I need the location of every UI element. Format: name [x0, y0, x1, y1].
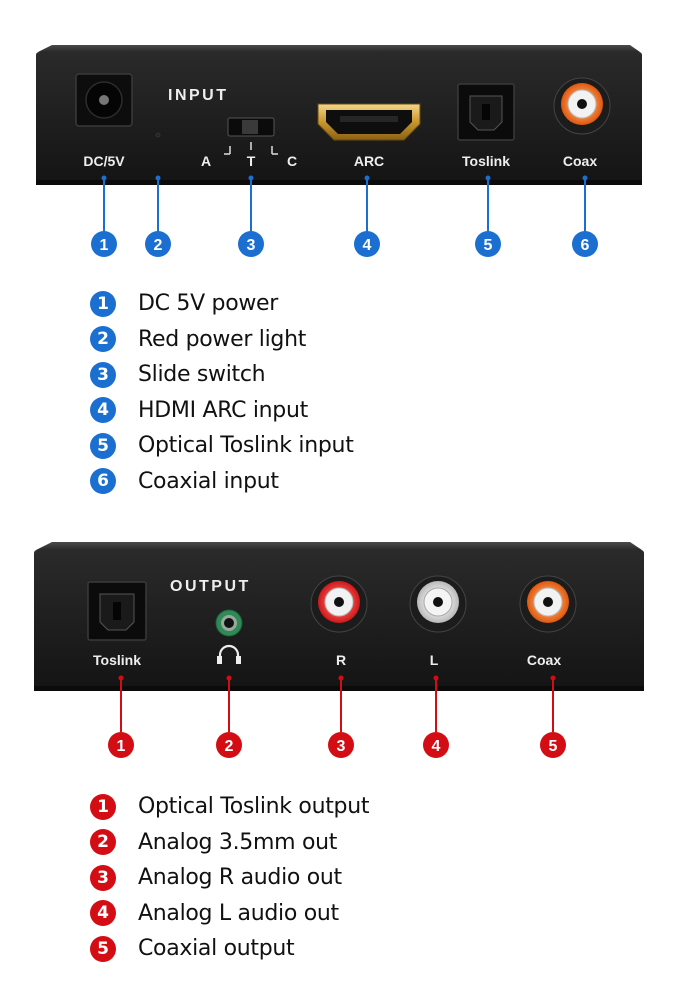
- legend-badge: 2: [90, 829, 116, 856]
- input-callout-lines: [103, 178, 586, 232]
- svg-text:2: 2: [154, 237, 163, 254]
- toslink-out-label: Toslink: [93, 652, 141, 668]
- legend-label: Optical Toslink output: [138, 794, 370, 820]
- svg-text:2: 2: [225, 738, 234, 755]
- legend-label: Analog R audio out: [138, 865, 342, 891]
- r-port-label: R: [336, 652, 346, 668]
- svg-text:5: 5: [484, 237, 493, 254]
- legend-badge: 3: [90, 864, 116, 891]
- toslink-input-port: [457, 83, 515, 141]
- legend-badge: 1: [90, 290, 116, 317]
- output-section-title: OUTPUT: [170, 578, 251, 595]
- coax-input-port: [553, 77, 611, 135]
- legend-badge: 5: [90, 935, 116, 962]
- legend-badge: 6: [90, 468, 116, 495]
- l-port-label: L: [430, 652, 439, 668]
- output-callout-lines: [120, 680, 554, 732]
- legend-badge: 1: [90, 793, 116, 820]
- arc-port-label: ARC: [354, 153, 384, 169]
- switch-label-t: T: [247, 153, 256, 169]
- svg-text:1: 1: [100, 237, 109, 254]
- coax-out-label: Coax: [527, 652, 561, 668]
- legend-label: HDMI ARC input: [138, 397, 308, 423]
- svg-text:1: 1: [117, 738, 126, 755]
- input-callout-3: 3: [238, 231, 264, 257]
- output-callout-1: 1: [108, 732, 134, 758]
- legend-badge: 4: [90, 900, 116, 927]
- input-panel-illustration: DC/5V INPUT A T C ARC Toslink Coax: [36, 45, 642, 257]
- output-callout-5: 5: [540, 732, 566, 758]
- legend-label: Coaxial input: [138, 468, 279, 494]
- svg-text:3: 3: [337, 738, 346, 755]
- output-panel-illustration: OUTPUT Toslink R L Coax: [34, 542, 644, 758]
- svg-text:3: 3: [247, 237, 256, 254]
- legend-item: 2 Analog 3.5mm out: [90, 825, 369, 861]
- svg-text:5: 5: [549, 738, 558, 755]
- legend-item: 3 Slide switch: [90, 357, 354, 393]
- input-callout-2: 2: [145, 231, 171, 257]
- legend-item: 2 Red power light: [90, 322, 354, 358]
- housing-top: [38, 45, 640, 52]
- toslink-port-label: Toslink: [462, 153, 510, 169]
- legend-label: Optical Toslink input: [138, 433, 354, 459]
- legend-item: 4 HDMI ARC input: [90, 393, 354, 429]
- output-callout-4: 4: [423, 732, 449, 758]
- slide-switch: [224, 117, 278, 155]
- hdmi-arc-port: [317, 103, 421, 141]
- output-callout-2: 2: [216, 732, 242, 758]
- legend-item: 6 Coaxial input: [90, 464, 354, 500]
- legend-item: 1 DC 5V power: [90, 286, 354, 322]
- power-led: [155, 132, 161, 138]
- input-legend: 1 DC 5V power 2 Red power light 3 Slide …: [90, 286, 354, 499]
- rca-l-port: [409, 575, 467, 633]
- housing-bottom-edge: [34, 686, 644, 691]
- housing-bottom-edge: [36, 180, 642, 185]
- rca-r-port: [310, 575, 368, 633]
- input-callout-4: 4: [354, 231, 380, 257]
- switch-label-a: A: [201, 153, 211, 169]
- housing-top: [36, 542, 642, 550]
- coax-output-port: [519, 575, 577, 633]
- legend-badge: 5: [90, 432, 116, 459]
- input-callout-5: 5: [475, 231, 501, 257]
- output-callout-3: 3: [328, 732, 354, 758]
- input-callout-6: 6: [572, 231, 598, 257]
- dc-jack: [75, 73, 133, 127]
- legend-badge: 4: [90, 397, 116, 424]
- legend-badge: 3: [90, 361, 116, 388]
- coax-port-label: Coax: [563, 153, 597, 169]
- legend-label: Slide switch: [138, 362, 266, 388]
- input-section-title: INPUT: [168, 87, 229, 104]
- headphone-icon: [217, 644, 241, 664]
- toslink-output-port: [87, 581, 147, 641]
- legend-badge: 2: [90, 326, 116, 353]
- legend-item: 4 Analog L audio out: [90, 896, 369, 932]
- legend-item: 5 Optical Toslink input: [90, 428, 354, 464]
- analog-35mm-jack: [215, 609, 243, 637]
- svg-text:4: 4: [363, 237, 372, 254]
- legend-label: Red power light: [138, 326, 307, 352]
- legend-label: DC 5V power: [138, 291, 279, 317]
- dc-port-label: DC/5V: [83, 153, 125, 169]
- svg-text:6: 6: [581, 237, 590, 254]
- legend-item: 5 Coaxial output: [90, 931, 369, 967]
- output-legend: 1 Optical Toslink output 2 Analog 3.5mm …: [90, 789, 370, 967]
- input-callout-1: 1: [91, 231, 117, 257]
- legend-item: 1 Optical Toslink output: [90, 789, 370, 825]
- legend-item: 3 Analog R audio out: [90, 860, 369, 896]
- legend-label: Analog L audio out: [138, 900, 339, 926]
- legend-label: Analog 3.5mm out: [138, 829, 338, 855]
- switch-label-c: C: [287, 153, 297, 169]
- svg-text:4: 4: [432, 738, 441, 755]
- legend-label: Coaxial output: [138, 936, 295, 962]
